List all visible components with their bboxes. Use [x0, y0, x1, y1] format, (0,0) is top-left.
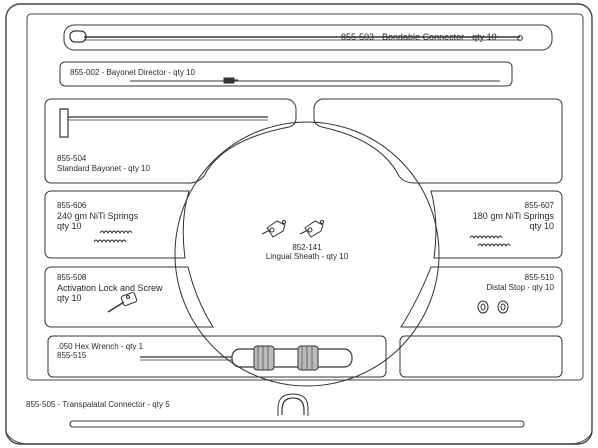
- lingual-sheath-icons: [261, 220, 324, 238]
- hex-wrench-part: 855-515: [57, 351, 87, 360]
- hex-key-icon: [59, 108, 268, 138]
- bondable-connector-label: 855-503 - Bondable Connector - qty 10: [341, 32, 497, 42]
- distal-stop-icons: [477, 300, 509, 314]
- bondable-connector-wire: [69, 30, 523, 43]
- niti-240-qty: qty 10: [57, 221, 82, 231]
- lingual-sheath-part: 852-141: [292, 243, 322, 252]
- bondable-connector-slot: [63, 24, 553, 51]
- niti-240-part: 855-606: [57, 201, 87, 210]
- tray-inner-frame: [26, 13, 584, 381]
- standard-bayonet-part: 855-504: [57, 154, 87, 163]
- niti-180-qty: qty 10: [529, 221, 554, 231]
- lock-screw-icon: [107, 291, 138, 313]
- activation-lock-compartment: [44, 266, 214, 328]
- hex-wrench-icon: [140, 345, 353, 371]
- empty-compartment: [399, 335, 563, 378]
- bayonet-director-slot: [59, 61, 513, 87]
- bayonet-director-wire: [130, 77, 500, 84]
- distal-stop-desc: Distal Stop - qty 10: [486, 283, 554, 292]
- transpalatal-connector-label: 855-505 - Transpalatal Connector - qty 5: [26, 400, 170, 409]
- upper-right-compartment: [313, 98, 563, 184]
- distal-stop-part: 855-510: [524, 273, 554, 282]
- lingual-sheath-compartment: [174, 121, 440, 387]
- activation-lock-desc: Activation Lock and Screw: [57, 283, 163, 293]
- activation-lock-part: 855-508: [57, 273, 87, 282]
- distal-stop-compartment: [400, 266, 563, 328]
- standard-bayonet-desc: Standard Bayonet - qty 10: [57, 164, 150, 173]
- niti-240-desc: 240 gm NiTi Springs: [57, 211, 139, 221]
- transpalatal-connector-wire: [69, 393, 525, 428]
- bayonet-director-label: 855-002 - Bayonet Director - qty 10: [70, 68, 195, 77]
- hex-wrench-compartment: [47, 335, 387, 378]
- hex-wrench-desc: .050 Hex Wrench - qty 1: [57, 342, 144, 351]
- lingual-sheath-desc: Lingual Sheath - qty 10: [265, 252, 349, 261]
- niti-240-compartment: [44, 190, 190, 259]
- activation-lock-qty: qty 10: [57, 293, 82, 303]
- standard-bayonet-compartment: [44, 98, 297, 184]
- niti-180-part: 855-607: [524, 201, 554, 210]
- niti-180-compartment: [430, 190, 563, 259]
- tray-bottom-lip: [5, 432, 593, 445]
- spring-coils-icon-2: [469, 235, 511, 248]
- niti-180-desc: 180 gm NiTi Springs: [472, 211, 554, 221]
- spring-coils-icon: [93, 230, 133, 244]
